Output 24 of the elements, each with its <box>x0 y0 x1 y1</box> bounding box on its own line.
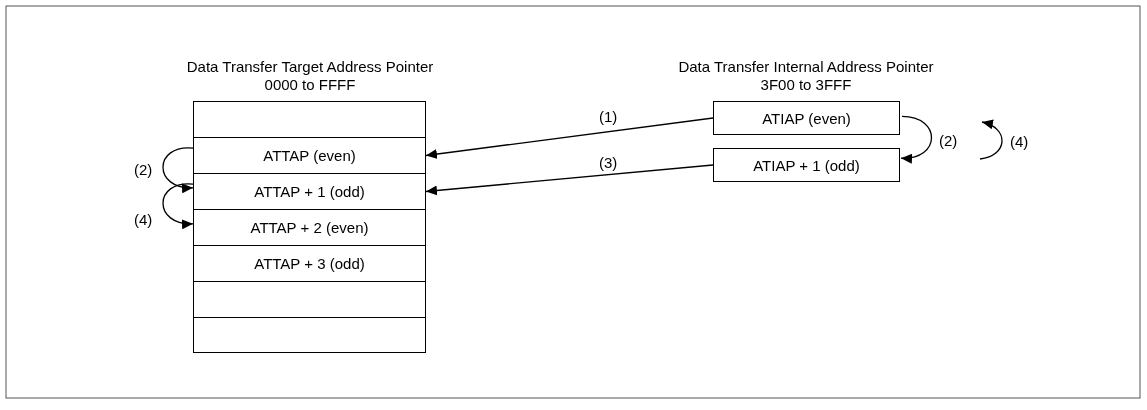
label-heading: 3F00 to 3FFF <box>759 76 853 94</box>
step-label: (4) <box>1010 133 1029 151</box>
memory-cell: ATTAP + 3 (odd) <box>193 245 426 282</box>
edge-label: (4) <box>133 212 154 228</box>
arrow <box>425 164 714 196</box>
column-heading: 0000 to FFFF <box>263 76 357 94</box>
edge-label: (3) <box>598 155 619 171</box>
memory-cell: ATTAP (even) <box>193 137 426 174</box>
memory-cell: ATIAP (even) <box>713 101 900 135</box>
curved-arrow <box>162 147 194 193</box>
curved-arrow <box>900 115 933 163</box>
edge-label: (2) <box>133 162 154 178</box>
edge-label: (1) <box>598 109 619 125</box>
memory-cell: ATIAP + 1 (odd) <box>713 148 900 182</box>
memory-cell <box>193 317 426 353</box>
memory-cell <box>193 281 426 318</box>
label-heading: Data Transfer Internal Address Pointer <box>677 58 935 76</box>
column-heading: Data Transfer Target Address Pointer <box>185 58 435 76</box>
arrow <box>425 117 714 160</box>
curved-arrow <box>162 183 194 229</box>
memory-cell <box>193 101 426 138</box>
memory-cell: ATTAP + 2 (even) <box>193 209 426 246</box>
edge-label: (2) <box>938 133 959 149</box>
memory-cell: ATTAP + 1 (odd) <box>193 173 426 210</box>
